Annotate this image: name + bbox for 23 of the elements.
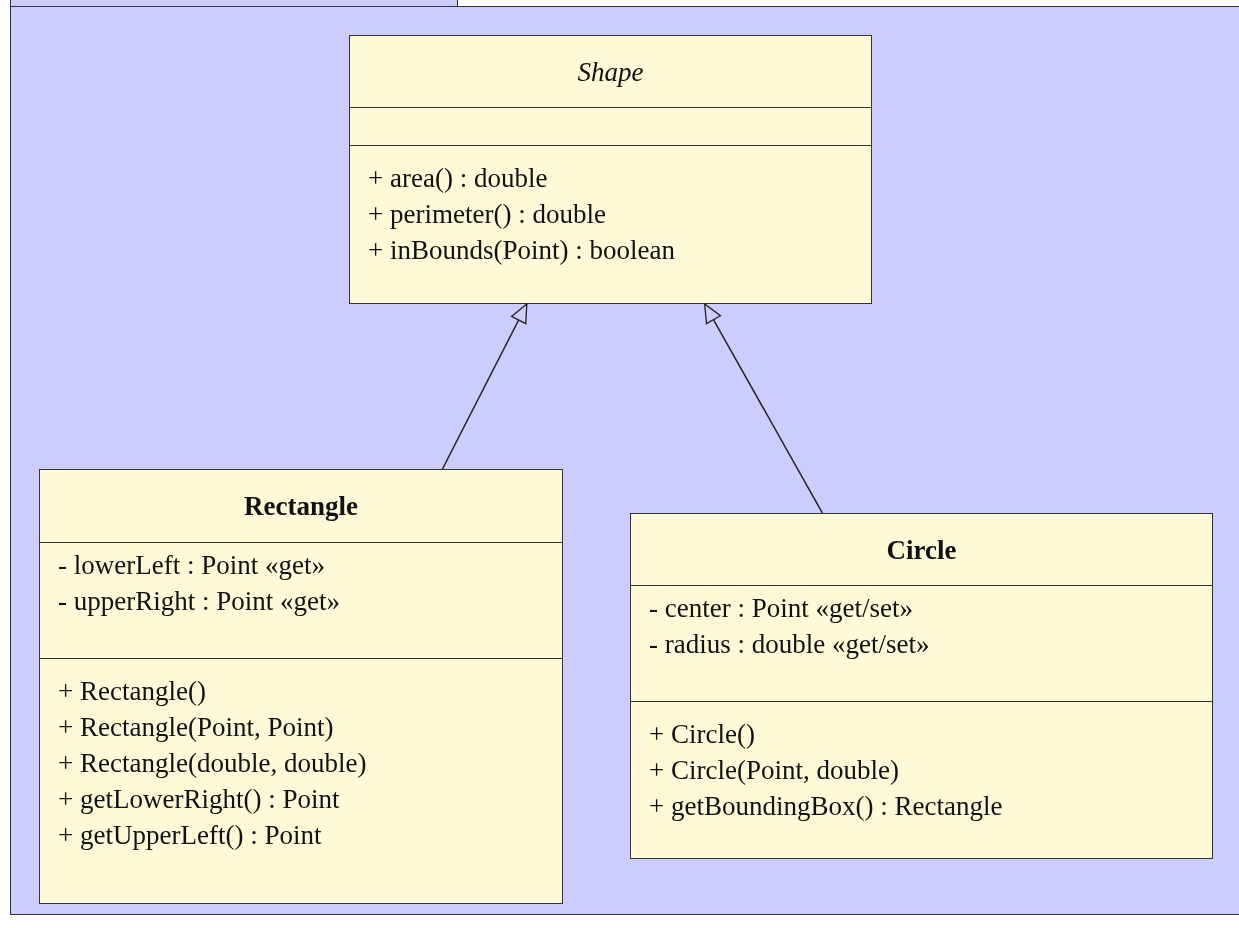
class-member: - radius : double «get/set»	[649, 628, 931, 661]
class-member: + inBounds(Point) : boolean	[368, 234, 676, 267]
class-member: - center : Point «get/set»	[649, 592, 914, 625]
class-member: + Rectangle(double, double)	[58, 747, 368, 780]
class-member: + getUpperLeft() : Point	[58, 819, 323, 852]
class-member: + Circle()	[649, 718, 756, 751]
class-name: Circle	[886, 533, 957, 567]
class-box	[630, 513, 1213, 859]
class-member: + Rectangle()	[58, 675, 207, 708]
class-member: - upperRight : Point «get»	[58, 585, 341, 618]
class-member: - lowerLeft : Point «get»	[58, 549, 326, 582]
class-box	[39, 469, 563, 904]
class-box	[349, 35, 872, 304]
class-member: + Rectangle(Point, Point)	[58, 711, 335, 744]
class-member: + getLowerRight() : Point	[58, 783, 341, 816]
generalization-arrow	[703, 303, 824, 514]
class-name: Shape	[577, 55, 644, 89]
class-member: + perimeter() : double	[368, 198, 607, 231]
generalization-arrow	[441, 303, 528, 470]
class-member: + getBoundingBox() : Rectangle	[649, 790, 1004, 823]
class-name: Rectangle	[244, 490, 358, 523]
class-member: + Circle(Point, double)	[649, 754, 900, 787]
class-member: + area() : double	[368, 162, 549, 195]
